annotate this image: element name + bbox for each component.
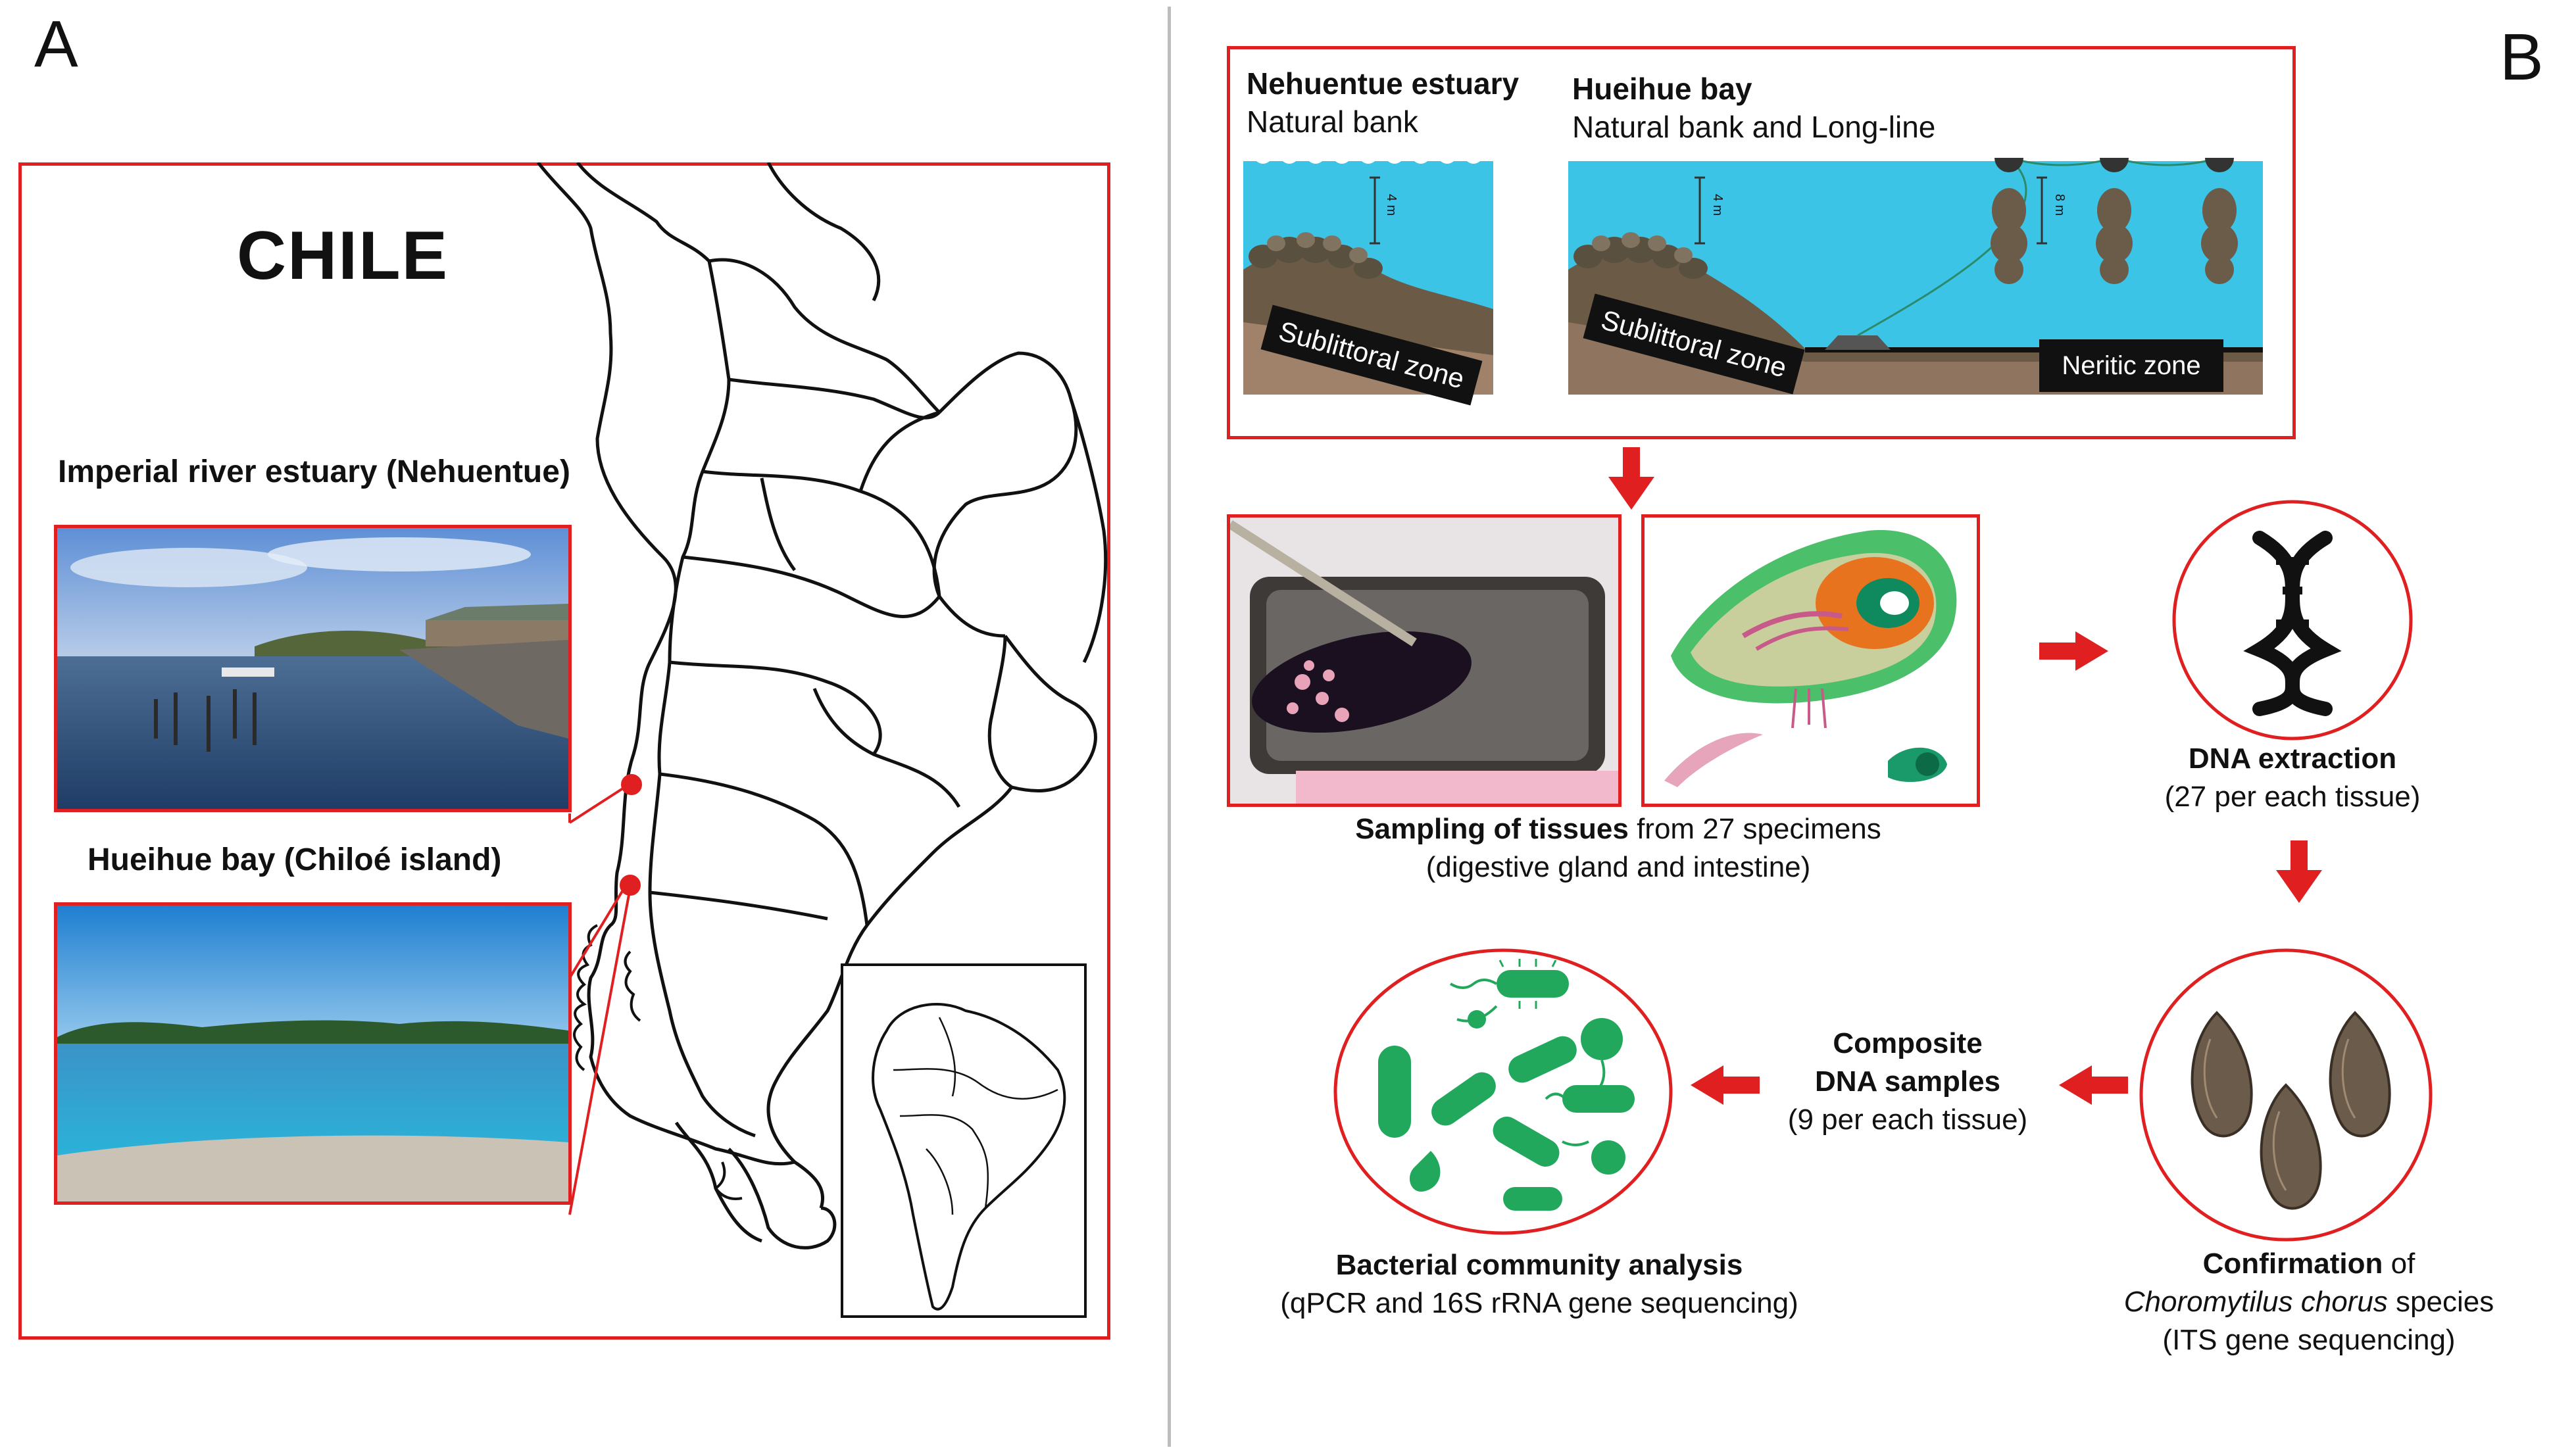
zone-label-3: Neritic zone (2039, 339, 2223, 392)
sampling-rest: from 27 specimens (1628, 813, 1881, 845)
composite-subtitle: (9 per each tissue) (1787, 1104, 2028, 1136)
photo-hueihue (57, 906, 568, 1201)
depth-label-2: 4 m (1710, 193, 1725, 216)
dna-circle (2172, 500, 2413, 740)
site1-title: Nehuentue estuary (1247, 66, 1520, 101)
photo-hueihue-frame (54, 902, 572, 1205)
anatomy-frame (1641, 514, 1980, 807)
panel-divider (1168, 7, 1171, 1447)
confirm-species-rest: species (2387, 1286, 2494, 1318)
site2-subtitle: Natural bank and Long-line (1572, 110, 1936, 144)
mussels-circle (2139, 948, 2433, 1242)
confirm-rest: of (2383, 1248, 2415, 1280)
site1-subtitle: Natural bank (1247, 105, 1418, 139)
panel-b-label: B (2500, 20, 2544, 94)
confirm-species-line: Choromytilus chorus species (2072, 1283, 2546, 1321)
photo-nehuentue (57, 528, 568, 809)
depth-label-3: 8 m (2052, 193, 2068, 216)
confirm-subtitle: (ITS gene sequencing) (2162, 1324, 2456, 1356)
confirm-species: Choromytilus chorus (2123, 1286, 2388, 1318)
composite-line1: Composite (1833, 1027, 1983, 1059)
sampling-caption: Sampling of tissues from 27 specimens (1250, 810, 1987, 848)
arrow-left-2 (1691, 1065, 1760, 1105)
confirm-caption: Confirmation of (2072, 1245, 2546, 1283)
site2-label: Hueihue bay (Chiloé island) (87, 842, 502, 877)
habitat-frame (1227, 46, 2296, 439)
photo-nehuentue-frame (54, 525, 572, 812)
site1-label: Imperial river estuary (Nehuentue) (58, 454, 570, 489)
confirm-bold: Confirmation (2202, 1248, 2383, 1280)
dna-title: DNA extraction (2188, 742, 2397, 775)
country-title: CHILE (237, 218, 449, 294)
sampling-subcaption: (digestive gland and intestine) (1425, 851, 1811, 883)
arrow-left-1 (2059, 1065, 2128, 1105)
sampling-bold: Sampling of tissues (1355, 813, 1629, 845)
sampling-photo-frame (1227, 514, 1622, 807)
depth-label-1: 4 m (1384, 193, 1399, 216)
bacteria-circle (1333, 948, 1673, 1235)
bacteria-subtitle: (qPCR and 16S rRNA gene sequencing) (1280, 1287, 1798, 1319)
sampling-photo (1230, 518, 1618, 804)
mussel-anatomy-illustration (1664, 530, 1957, 787)
arrow-down-2 (2276, 840, 2322, 903)
panel-a-label: A (34, 7, 78, 81)
site2-title: Hueihue bay (1572, 72, 1752, 106)
bacteria-title: Bacterial community analysis (1335, 1249, 1743, 1281)
arrow-right-1 (2039, 631, 2108, 671)
chile-map (537, 162, 1108, 1318)
composite-line2: DNA samples (1814, 1065, 2001, 1098)
dna-subtitle: (27 per each tissue) (2164, 781, 2421, 813)
map-frame (18, 162, 1110, 1340)
arrow-down-1 (1608, 447, 1654, 510)
